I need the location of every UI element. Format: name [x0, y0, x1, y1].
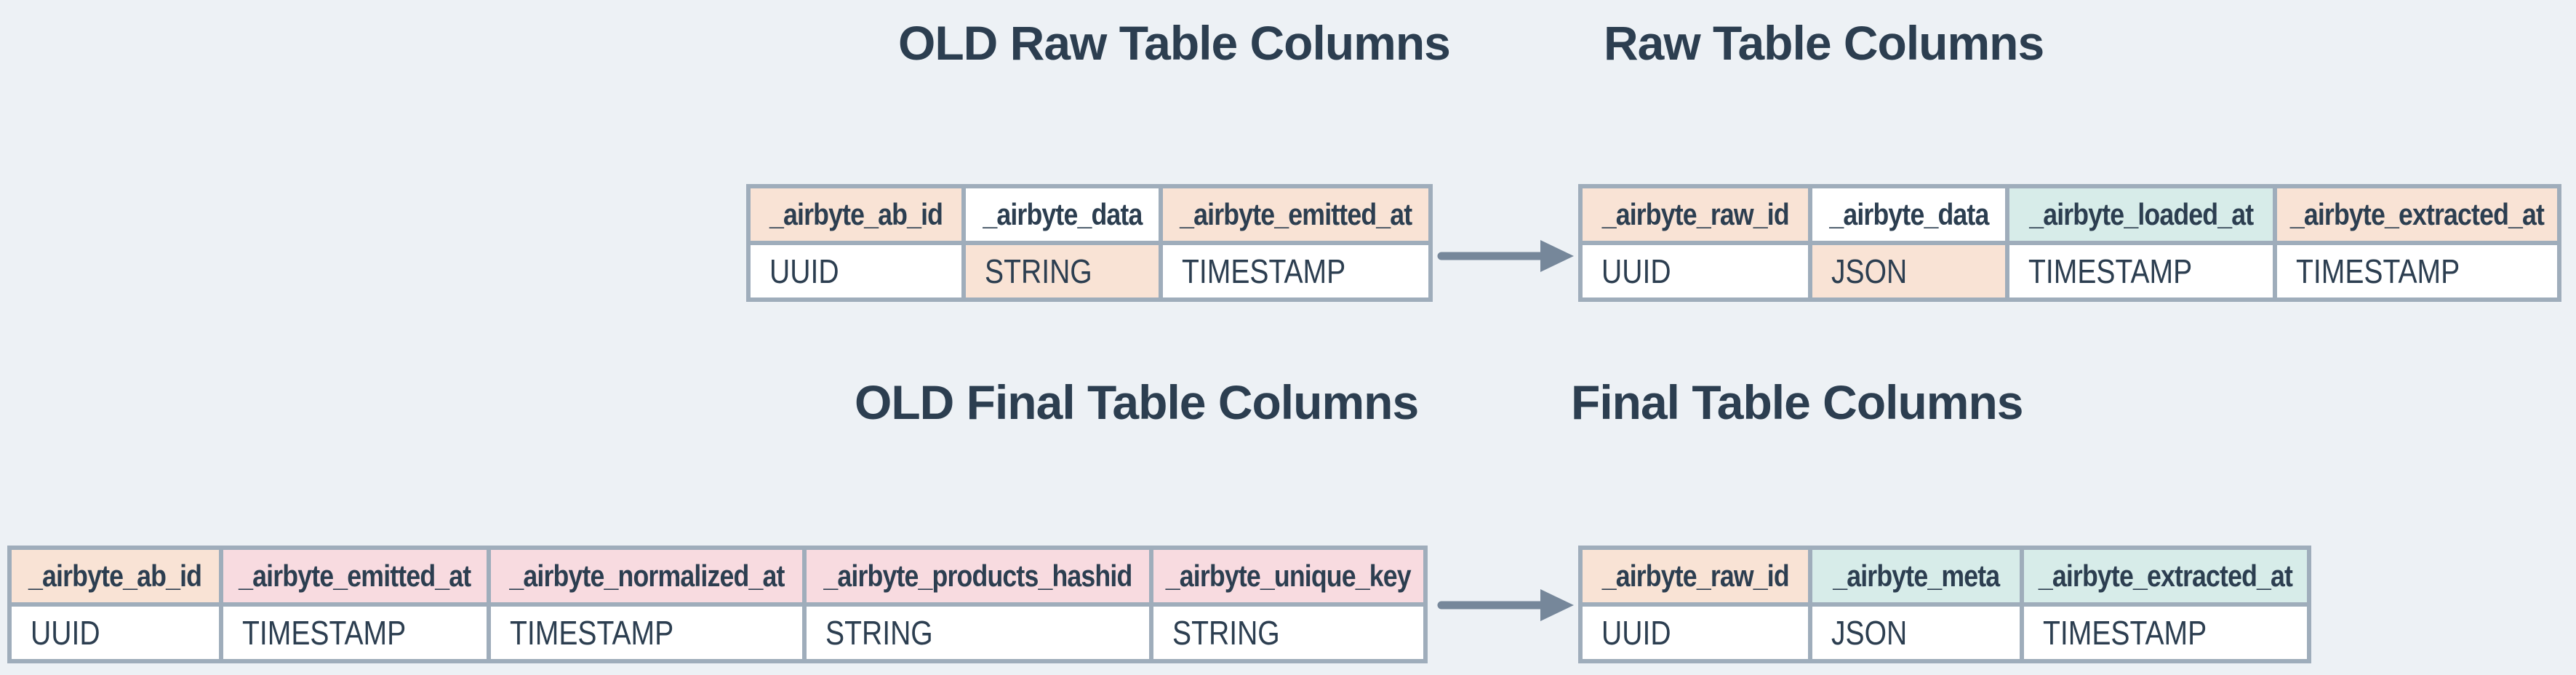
column-type-label: TIMESTAMP: [510, 614, 674, 652]
column-header: _airbyte_loaded_at: [2009, 188, 2273, 241]
column-header: _airbyte_emitted_at: [223, 550, 487, 602]
column-type: UUID: [1583, 245, 1808, 297]
column-header-label: _airbyte_normalized_at: [508, 559, 785, 593]
column-header-label: _airbyte_raw_id: [1601, 197, 1789, 231]
final-columns-table: _airbyte_raw_id _airbyte_meta _airbyte_ext…: [1578, 546, 2311, 663]
column-header: _airbyte_unique_key: [1153, 550, 1423, 602]
raw-table-title: Raw Table Columns: [1604, 16, 2044, 70]
column-header: _airbyte_ab_id: [751, 188, 961, 241]
column-header-label: _airbyte_extracted_at: [2289, 197, 2545, 231]
column-header: _airbyte_normalized_at: [491, 550, 802, 602]
column-type: JSON: [1812, 607, 2020, 659]
column-type: STRING: [966, 245, 1159, 297]
column-type-label: UUID: [1601, 614, 1671, 652]
column-type-label: TIMESTAMP: [242, 614, 407, 652]
column-header-label: _airbyte_emitted_at: [1179, 197, 1412, 231]
final-migration-arrow-icon: [1437, 589, 1574, 621]
column-type-label: TIMESTAMP: [2296, 252, 2460, 290]
column-type-label: STRING: [985, 252, 1092, 290]
column-header: _airbyte_raw_id: [1583, 550, 1808, 602]
column-header-label: _airbyte_meta: [1832, 559, 2000, 593]
column-header: _airbyte_ab_id: [12, 550, 219, 602]
column-header-label: _airbyte_extracted_at: [2038, 559, 2293, 593]
column-type-label: TIMESTAMP: [1182, 252, 1346, 290]
raw-migration-arrow-icon: [1437, 240, 1574, 272]
column-header-label: _airbyte_raw_id: [1601, 559, 1789, 593]
column-type-label: TIMESTAMP: [2028, 252, 2193, 290]
column-header: _airbyte_data: [1812, 188, 2005, 241]
old-raw-columns-table: _airbyte_ab_id _airbyte_data _airbyte_emit…: [746, 184, 1433, 302]
column-type: UUID: [751, 245, 961, 297]
column-type: STRING: [1153, 607, 1423, 659]
column-type: TIMESTAMP: [2277, 245, 2557, 297]
column-type-label: TIMESTAMP: [2043, 614, 2207, 652]
column-header: _airbyte_extracted_at: [2024, 550, 2307, 602]
column-header: _airbyte_emitted_at: [1163, 188, 1428, 241]
column-type: UUID: [1583, 607, 1808, 659]
column-type-label: UUID: [769, 252, 839, 290]
column-header-label: _airbyte_data: [1828, 197, 1989, 231]
column-type: TIMESTAMP: [2024, 607, 2307, 659]
old-final-table-title: OLD Final Table Columns: [855, 375, 1419, 429]
column-type: TIMESTAMP: [491, 607, 802, 659]
column-type-label: JSON: [1831, 614, 1908, 652]
column-header-label: _airbyte_ab_id: [28, 559, 202, 593]
column-type: TIMESTAMP: [2009, 245, 2273, 297]
column-header-label: _airbyte_unique_key: [1165, 559, 1412, 593]
old-final-columns-table: _airbyte_ab_id _airbyte_emitted_at _airbyt…: [7, 546, 1428, 663]
column-header-label: _airbyte_ab_id: [769, 197, 943, 231]
column-header-label: _airbyte_loaded_at: [2028, 197, 2254, 231]
column-header: _airbyte_data: [966, 188, 1159, 241]
column-header: _airbyte_meta: [1812, 550, 2020, 602]
column-header: _airbyte_extracted_at: [2277, 188, 2557, 241]
column-header-label: _airbyte_products_hashid: [823, 559, 1133, 593]
column-type: JSON: [1812, 245, 2005, 297]
column-type-label: JSON: [1831, 252, 1908, 290]
column-type-label: STRING: [1172, 614, 1280, 652]
column-type: TIMESTAMP: [1163, 245, 1428, 297]
column-type: STRING: [807, 607, 1149, 659]
old-raw-table-title: OLD Raw Table Columns: [898, 16, 1451, 70]
column-type: TIMESTAMP: [223, 607, 487, 659]
column-type-label: STRING: [825, 614, 933, 652]
column-header: _airbyte_raw_id: [1583, 188, 1808, 241]
column-header-label: _airbyte_data: [982, 197, 1143, 231]
column-type-label: UUID: [31, 614, 100, 652]
column-type: UUID: [12, 607, 219, 659]
column-type-label: UUID: [1601, 252, 1671, 290]
column-header: _airbyte_products_hashid: [807, 550, 1149, 602]
raw-columns-table: _airbyte_raw_id _airbyte_data _airbyte_loa…: [1578, 184, 2561, 302]
final-table-title: Final Table Columns: [1571, 375, 2024, 429]
column-header-label: _airbyte_emitted_at: [239, 559, 471, 593]
